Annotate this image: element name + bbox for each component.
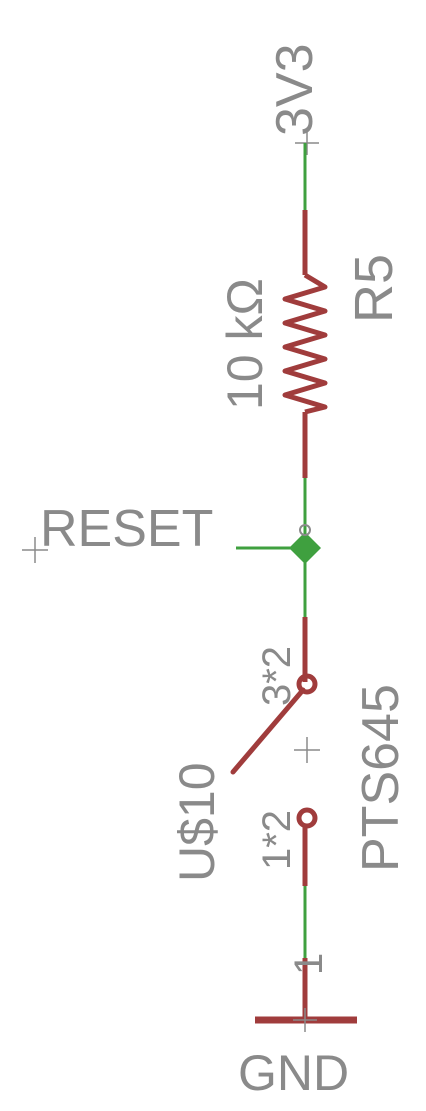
switch-part-label: PTS645 bbox=[352, 684, 410, 872]
switch-actuator-arm bbox=[230, 687, 306, 775]
ground-net-label: GND bbox=[238, 1045, 349, 1101]
reset-net-label: RESET bbox=[22, 500, 305, 563]
power-symbol-3v3: 3V3 bbox=[266, 43, 324, 155]
ground-symbol: 1 GND bbox=[238, 953, 357, 1101]
switch-pin-top-label: 3*2 bbox=[255, 646, 299, 706]
switch-name-label: U$10 bbox=[169, 762, 225, 882]
resistor-r5: 10 kΩ R5 bbox=[217, 210, 404, 478]
ground-pin-label: 1 bbox=[287, 953, 331, 975]
switch-u10: 3*2 1*2 U$10 PTS645 bbox=[169, 617, 410, 886]
resistor-name-label: R5 bbox=[344, 254, 404, 323]
resistor-zigzag bbox=[282, 272, 328, 415]
reset-net-text: RESET bbox=[40, 500, 213, 558]
switch-contact-bottom bbox=[296, 807, 318, 829]
switch-pin-bottom-label: 1*2 bbox=[255, 810, 299, 870]
switch-contact-top bbox=[296, 673, 318, 695]
resistor-value-label: 10 kΩ bbox=[217, 278, 273, 410]
junction-pin-marker bbox=[299, 524, 311, 536]
power-net-label: 3V3 bbox=[266, 43, 324, 136]
